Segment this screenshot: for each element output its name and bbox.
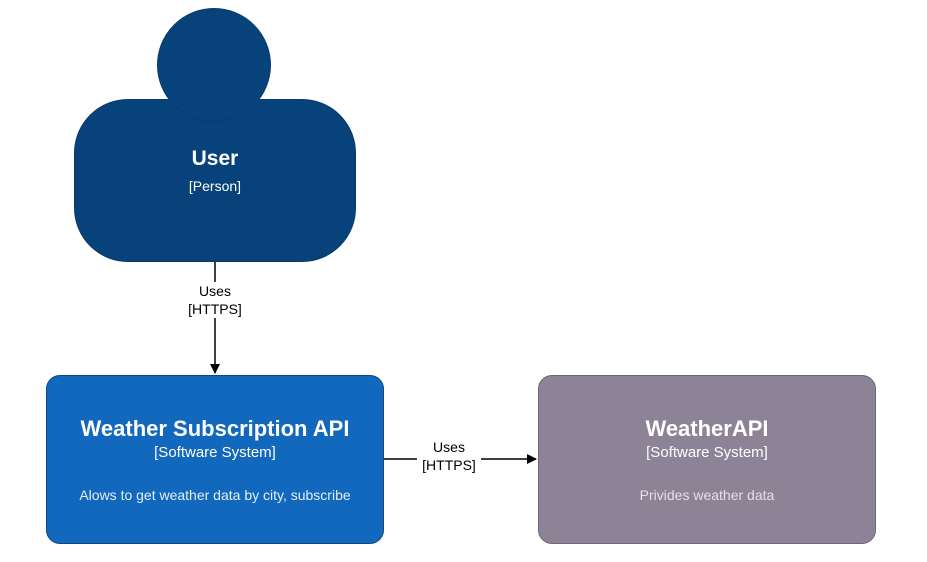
edge-label-text: Uses bbox=[199, 283, 231, 299]
edge-label-user-to-subscription: Uses [HTTPS] bbox=[180, 282, 250, 318]
weather-api-type: [Software System] bbox=[646, 444, 768, 461]
edge-label-subscription-to-weatherapi: Uses [HTTPS] bbox=[417, 438, 481, 474]
subscription-api-description: Alows to get weather data by city, subsc… bbox=[79, 487, 351, 503]
subscription-api-type: [Software System] bbox=[154, 444, 276, 461]
weather-api-description: Privides weather data bbox=[639, 487, 775, 503]
user-title: User bbox=[191, 147, 239, 170]
edge-label-text: Uses bbox=[433, 439, 465, 455]
weather-api-box[interactable]: WeatherAPI [Software System] Privides we… bbox=[538, 375, 876, 544]
user-person-head[interactable] bbox=[157, 8, 271, 122]
user-type: [Person] bbox=[188, 178, 242, 194]
user-person-body[interactable]: User [Person] bbox=[74, 99, 356, 262]
edge-label-technology: [HTTPS] bbox=[422, 457, 476, 473]
subscription-api-box[interactable]: Weather Subscription API [Software Syste… bbox=[46, 375, 384, 544]
subscription-api-title: Weather Subscription API bbox=[80, 416, 350, 441]
weather-api-title: WeatherAPI bbox=[645, 416, 769, 441]
edge-label-technology: [HTTPS] bbox=[188, 301, 242, 317]
